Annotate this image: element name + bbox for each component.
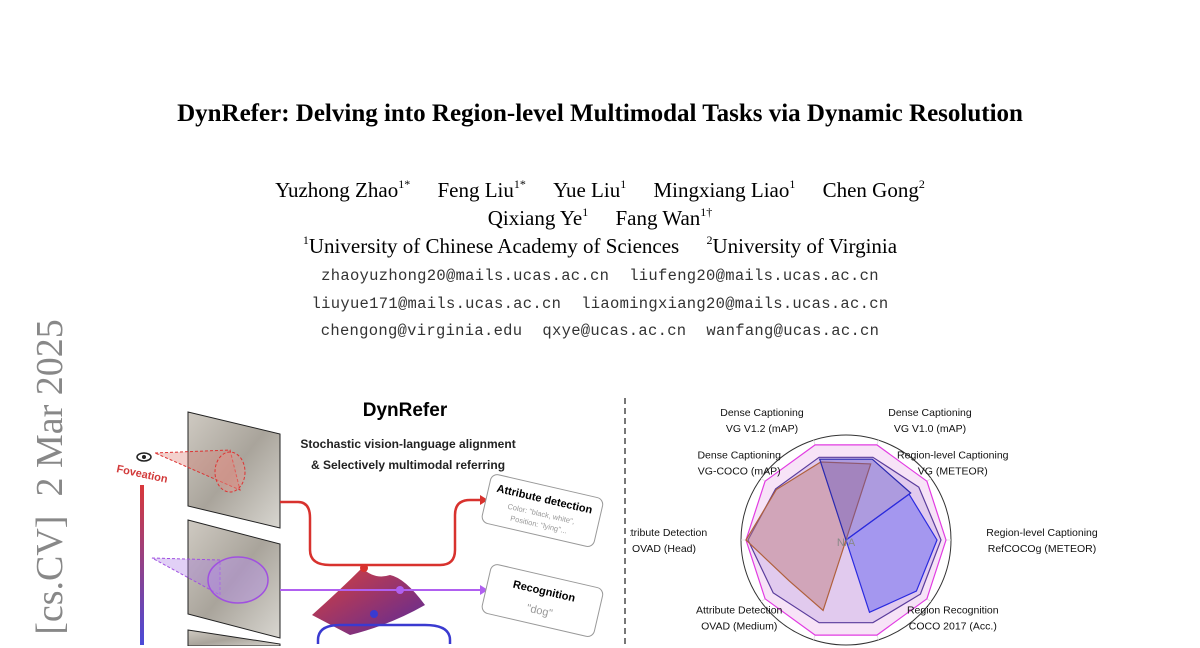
sample-point bbox=[396, 586, 404, 594]
radar-axis-label-line2: VG V1.0 (mAP) bbox=[894, 423, 966, 435]
radar-axis-label-line2: VG (METEOR) bbox=[918, 465, 988, 477]
arxiv-category: [cs.CV] bbox=[29, 515, 71, 635]
radar-axis-label-line2: OVAD (Medium) bbox=[701, 621, 777, 633]
radar-axis-label: Dense Captioning VG V1.0 (mAP) bbox=[888, 407, 972, 435]
sample-point bbox=[370, 610, 378, 618]
affiliation: 1University of Chinese Academy of Scienc… bbox=[302, 233, 680, 258]
radar-axis-label-line1: Attribute Detection bbox=[630, 527, 707, 539]
center-label: N/A bbox=[837, 537, 856, 549]
author: Mingxiang Liao1 bbox=[653, 177, 796, 202]
radar-series-purple bbox=[747, 456, 942, 624]
arxiv-date: 2 Mar 2025 bbox=[29, 319, 71, 497]
author: Chen Gong2 bbox=[822, 177, 925, 202]
radar-axis-label-line1: Region Recognition bbox=[907, 605, 999, 617]
radar-axis-label-line1: Dense Captioning bbox=[888, 407, 972, 419]
author: Yuzhong Zhao1* bbox=[275, 177, 411, 202]
paper-title: DynRefer: Delving into Region-level Mult… bbox=[177, 100, 1023, 127]
recognition-box-value: "dog" bbox=[525, 602, 553, 620]
author: Yue Liu1 bbox=[553, 177, 627, 202]
email-line-1: zhaoyuzhong20@mails.ucas.ac.cn liufeng20@… bbox=[0, 267, 1200, 285]
recognition-box: Recognition "dog" bbox=[481, 564, 604, 637]
author: Qixiang Ye1 bbox=[487, 205, 589, 230]
radar-axis-label-line1: Dense Captioning bbox=[720, 407, 804, 419]
foveation-cone bbox=[154, 449, 241, 491]
email: liufeng20@mails.ucas.ac.cn bbox=[629, 267, 879, 285]
email-line-3: chengong@virginia.edu qxye@ucas.ac.cn wanf… bbox=[0, 322, 1200, 340]
email: chengong@virginia.edu bbox=[320, 322, 523, 340]
radar-axis-label-line2: OVAD (Head) bbox=[632, 543, 696, 555]
radar-axis-label-line1: Dense Captioning bbox=[697, 449, 781, 461]
radar-series-blue bbox=[845, 493, 938, 614]
image-panel bbox=[187, 519, 281, 639]
email: wanfang@ucas.ac.cn bbox=[706, 322, 880, 340]
sample-point bbox=[360, 564, 368, 572]
radar-axis-label-line2: VG V1.2 (mAP) bbox=[726, 423, 798, 435]
arrowhead bbox=[480, 585, 488, 595]
focus-region bbox=[214, 451, 246, 493]
email-line-2: liuyue171@mails.ucas.ac.cn liaomingxiang2… bbox=[0, 295, 1200, 313]
radar-series-brown bbox=[745, 461, 872, 612]
affiliation: 2University of Virginia bbox=[706, 233, 898, 258]
foveation-cone bbox=[151, 557, 221, 596]
radar-axis-label-line1: Region-level Captioning bbox=[897, 449, 1009, 461]
radar-axis-label-line1: Attribute Detection bbox=[696, 605, 783, 617]
caption-path bbox=[316, 623, 452, 644]
arxiv-stamp: [cs.CV] 2 Mar 2025 bbox=[28, 317, 72, 637]
radar-axis-label: Region-level Captioning VG (METEOR) bbox=[897, 449, 1009, 477]
author-line-1: Yuzhong Zhao1* Feng Liu1* Yue Liu1 Mingx… bbox=[0, 178, 1200, 203]
figure-subtitle-1: Stochastic vision-language alignment bbox=[300, 437, 515, 451]
figure-subtitle-2: & Selectively multimodal referring bbox=[311, 458, 505, 472]
radar-axis-label-line2: RefCOCOg (METEOR) bbox=[988, 543, 1097, 555]
eye-icon bbox=[136, 452, 152, 462]
email: liaomingxiang20@mails.ucas.ac.cn bbox=[581, 295, 889, 313]
email: liuyue171@mails.ucas.ac.cn bbox=[311, 295, 562, 313]
image-panel bbox=[187, 629, 281, 646]
affiliations: 1University of Chinese Academy of Scienc… bbox=[0, 234, 1200, 259]
radar-axis-label-line2: COCO 2017 (Acc.) bbox=[909, 621, 997, 633]
distribution-surface bbox=[312, 568, 425, 635]
email: zhaoyuzhong20@mails.ucas.ac.cn bbox=[321, 267, 610, 285]
author-line-2: Qixiang Ye1 Fang Wan1† bbox=[0, 206, 1200, 231]
author: Feng Liu1* bbox=[437, 177, 526, 202]
image-panel bbox=[187, 411, 281, 529]
focus-region bbox=[207, 556, 269, 604]
resolution-arrow bbox=[140, 485, 144, 645]
figure-divider bbox=[624, 398, 626, 644]
attribute-detection-box: Attribute detection Color: "black, white… bbox=[481, 474, 604, 547]
email: qxye@ucas.ac.cn bbox=[542, 322, 687, 340]
foveation-label: Foveation bbox=[115, 463, 169, 486]
radar-axis-label-line2: VG-COCO (mAP) bbox=[698, 465, 781, 477]
attribute-path bbox=[280, 498, 480, 567]
radar-axis-label: Dense Captioning VG V1.2 (mAP) bbox=[720, 407, 804, 435]
arrowhead bbox=[480, 495, 488, 505]
radar-axis-label-line1: Region-level Captioning bbox=[986, 527, 1098, 539]
author: Fang Wan1† bbox=[615, 205, 713, 230]
dynrefer-figure: DynRefer Stochastic vision-language alig… bbox=[115, 400, 604, 646]
figure-title: DynRefer bbox=[363, 400, 448, 421]
